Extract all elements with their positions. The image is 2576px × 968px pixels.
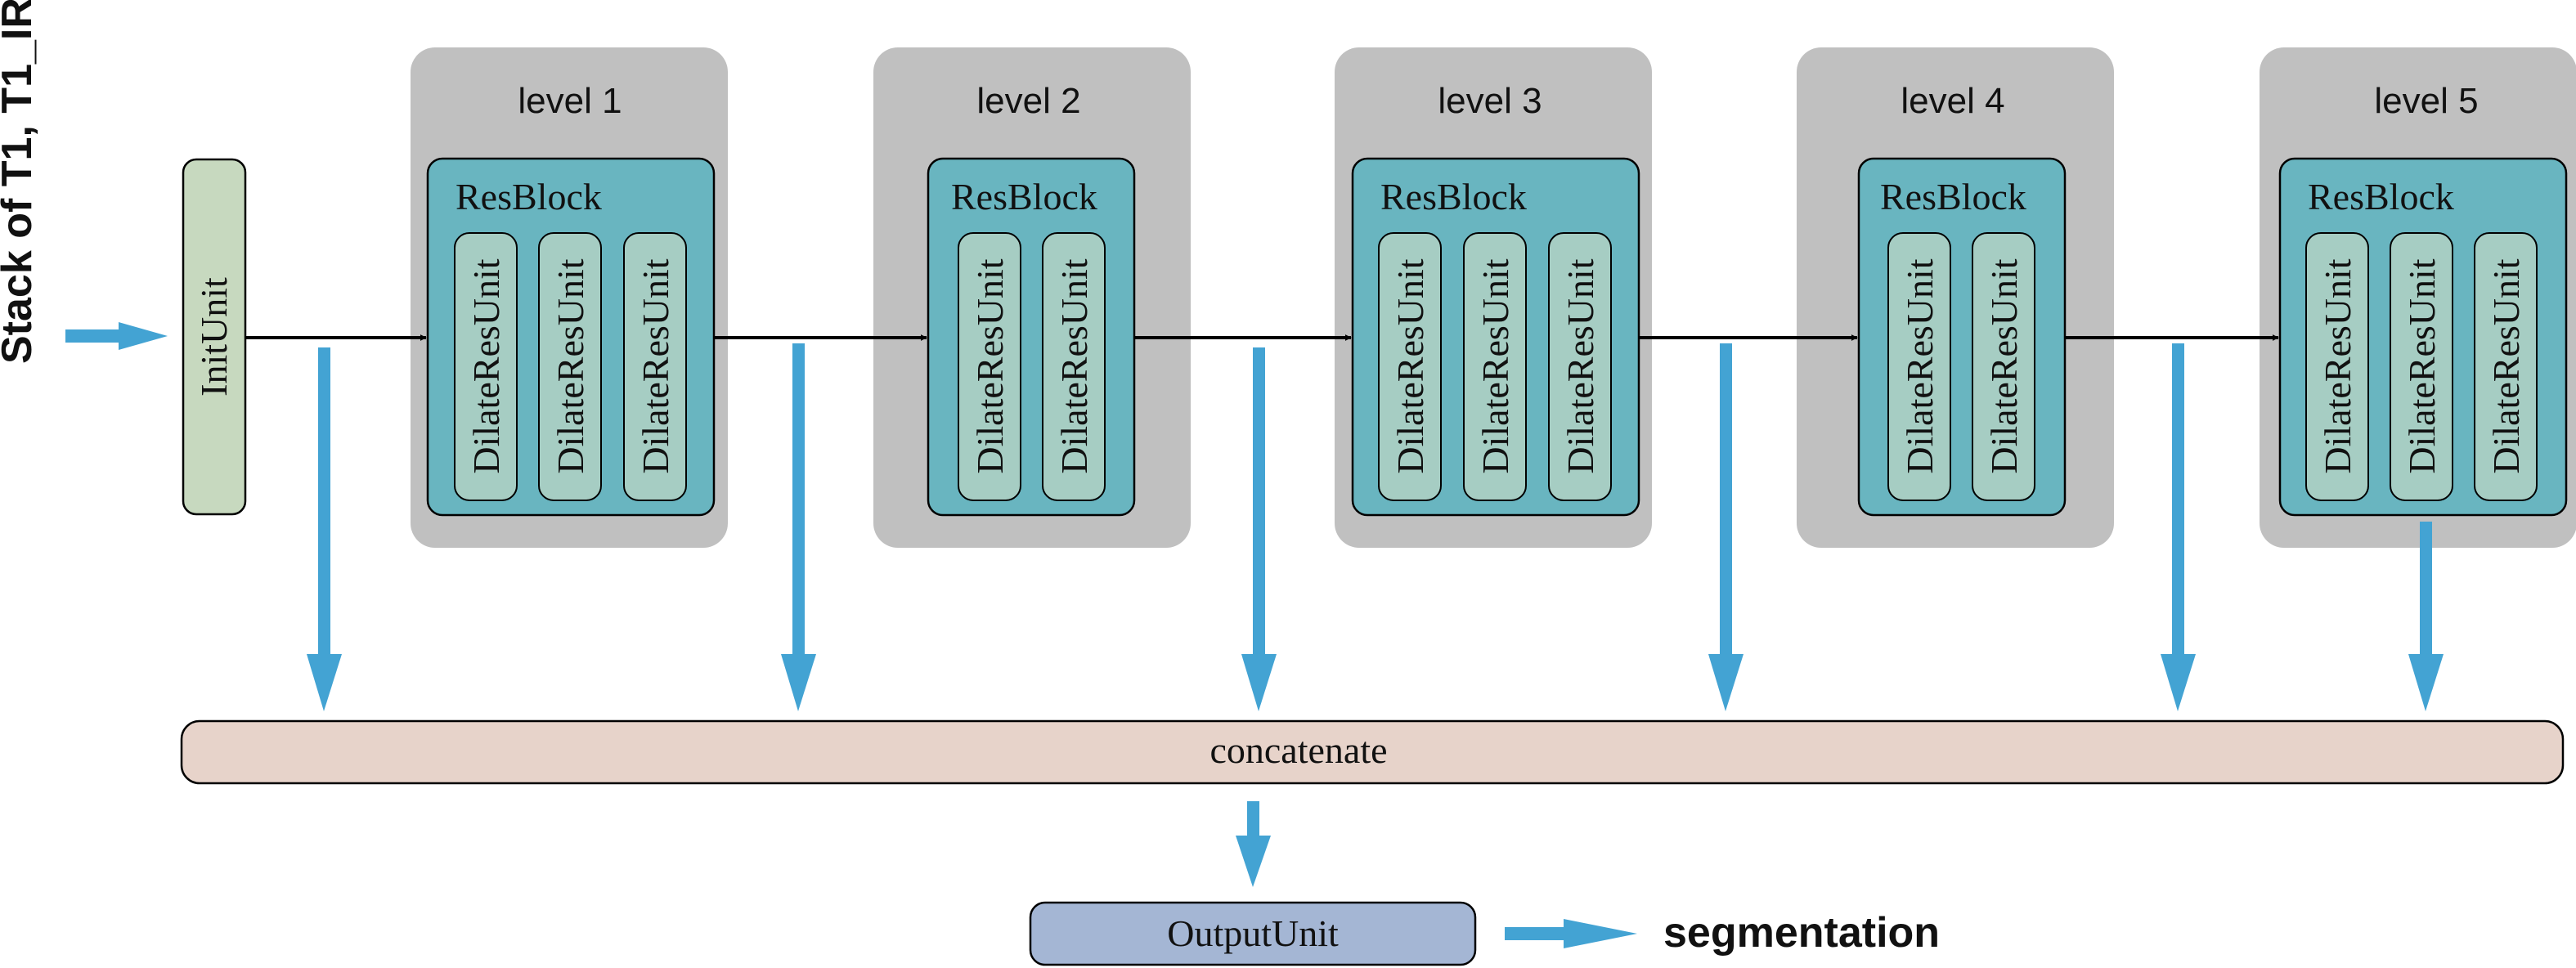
level-4: level 4 ResBlock DilateResUnit DilateRes… (1797, 47, 2114, 548)
resblock-label: ResBlock (1880, 176, 2026, 217)
level-label: level 2 (976, 81, 1080, 121)
unit-group: DilateResUnit DilateResUnit DilateResUni… (454, 232, 687, 501)
unit-label: DilateResUnit (1560, 258, 1601, 473)
unit-box (1887, 232, 1951, 501)
unit-group: DilateResUnit DilateResUnit (958, 232, 1106, 501)
unit-label: DilateResUnit (2401, 258, 2443, 473)
input-arrow (65, 322, 168, 350)
skip-arrow (307, 347, 342, 711)
output-unit-box: OutputUnit (1029, 901, 1477, 966)
skip-arrow (1708, 343, 1744, 711)
output-arrow (1505, 919, 1637, 948)
level-5: level 5 ResBlock DilateResUnit DilateRes… (2260, 47, 2576, 548)
unit-box (1042, 232, 1106, 501)
unit-box (1463, 232, 1527, 501)
resblock-label: ResBlock (951, 176, 1097, 217)
concatenate-label: concatenate (1209, 729, 1387, 771)
level-1: level 1 ResBlock DilateResUnit DilateRes… (411, 47, 728, 548)
levels: level 1 ResBlock DilateResUnit DilateRes… (411, 47, 2576, 548)
skip-arrows (307, 343, 2444, 711)
resblock-label: ResBlock (2308, 176, 2454, 217)
unit-box (958, 232, 1021, 501)
unit-group: DilateResUnit DilateResUnit (1887, 232, 2035, 501)
unit-label: DilateResUnit (1983, 258, 2025, 473)
unit-box (623, 232, 687, 501)
unit-label: DilateResUnit (1053, 258, 1095, 473)
level-label: level 5 (2374, 81, 2478, 121)
resblock-label: ResBlock (1380, 176, 1527, 217)
segmentation-label: segmentation (1663, 909, 1940, 957)
level-label: level 1 (518, 81, 622, 121)
unit-label: DilateResUnit (550, 258, 591, 473)
unit-box (2305, 232, 2369, 501)
unit-box (2390, 232, 2453, 501)
unit-box (1378, 232, 1442, 501)
resblock-label: ResBlock (456, 176, 602, 217)
skip-arrow (2161, 343, 2196, 711)
unit-label: DilateResUnit (2485, 258, 2527, 473)
unit-label: DilateResUnit (465, 258, 507, 473)
unit-group: DilateResUnit DilateResUnit DilateResUni… (1378, 232, 1612, 501)
concat-to-output-arrow (1236, 801, 1271, 887)
skip-arrow (1241, 347, 1277, 711)
unit-box (1972, 232, 2035, 501)
unit-label: DilateResUnit (1899, 258, 1941, 473)
init-unit-box: InitUnit (182, 158, 247, 516)
unit-label: DilateResUnit (635, 258, 676, 473)
unit-label: DilateResUnit (2317, 258, 2358, 473)
input-label: Stack of T1, T1_IR, T2_FLAIR (0, 0, 41, 364)
level-2: level 2 ResBlock DilateResUnit DilateRes… (873, 47, 1191, 548)
output-unit-label: OutputUnit (1167, 912, 1339, 954)
unit-box (2474, 232, 2538, 501)
level-label: level 3 (1438, 81, 1542, 121)
unit-box (1548, 232, 1612, 501)
unit-group: DilateResUnit DilateResUnit DilateResUni… (2305, 232, 2538, 501)
unit-box (454, 232, 518, 501)
level-3: level 3 ResBlock DilateResUnit DilateRes… (1335, 47, 1652, 548)
level-label: level 4 (1901, 81, 2004, 121)
skip-arrow (781, 343, 816, 711)
unit-box (538, 232, 602, 501)
init-unit-label: InitUnit (193, 277, 235, 397)
unit-label: DilateResUnit (969, 258, 1011, 473)
skip-arrow (2408, 522, 2444, 711)
unit-label: DilateResUnit (1474, 258, 1516, 473)
unit-label: DilateResUnit (1389, 258, 1431, 473)
concatenate-bar: concatenate (180, 719, 2565, 785)
